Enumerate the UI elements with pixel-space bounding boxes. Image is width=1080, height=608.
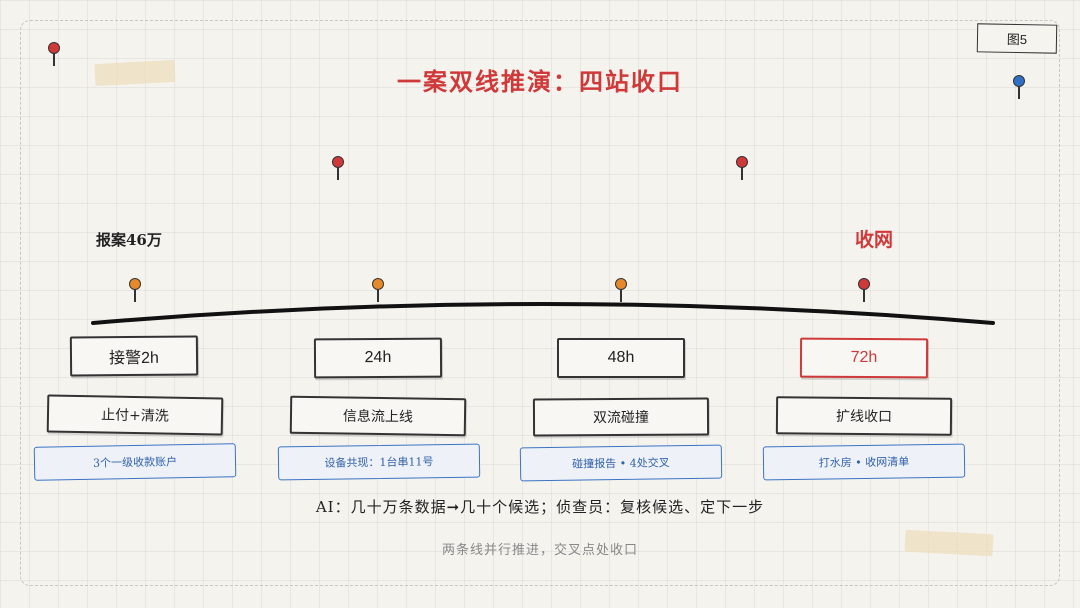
station-pin-icon	[857, 278, 871, 304]
pin-icon	[47, 42, 61, 68]
station-pin-icon	[128, 278, 142, 304]
station-note-box: 碰撞报告 • 4处交叉	[519, 444, 723, 482]
ai-summary-line: AI：几十万条数据➞几十个候选；侦查员：复核候选、定下一步	[315, 498, 765, 516]
pin-icon	[331, 156, 345, 182]
station-time-box: 24h	[313, 337, 443, 379]
station-note-box: 3个一级收款账户	[33, 443, 237, 481]
station-time-box: 接警2h	[69, 335, 199, 377]
station-task-box: 止付+清洗	[46, 394, 224, 436]
pin-icon	[735, 156, 749, 182]
station-pin-icon	[614, 278, 628, 304]
station-time-box: 72h	[799, 337, 929, 379]
station-task-box: 双流碰撞	[532, 397, 710, 437]
footer-caption: 两条线并行推进，交叉点处收口	[441, 543, 638, 558]
station-pin-icon	[371, 278, 385, 304]
end-note: 收网	[855, 229, 894, 251]
station-task-box: 信息流上线	[289, 395, 467, 437]
page-frame	[20, 20, 1060, 586]
start-note: 报案46万	[96, 231, 162, 249]
station-note-box: 设备共现：1台串11号	[277, 443, 481, 481]
station-time-box: 48h	[557, 338, 685, 378]
page-title: 一案双线推演：四站收口	[397, 67, 683, 96]
pin-icon	[1012, 75, 1026, 101]
station-task-box: 扩线收口	[775, 396, 953, 436]
station-note-box: 打水房 • 收网清单	[762, 443, 966, 481]
